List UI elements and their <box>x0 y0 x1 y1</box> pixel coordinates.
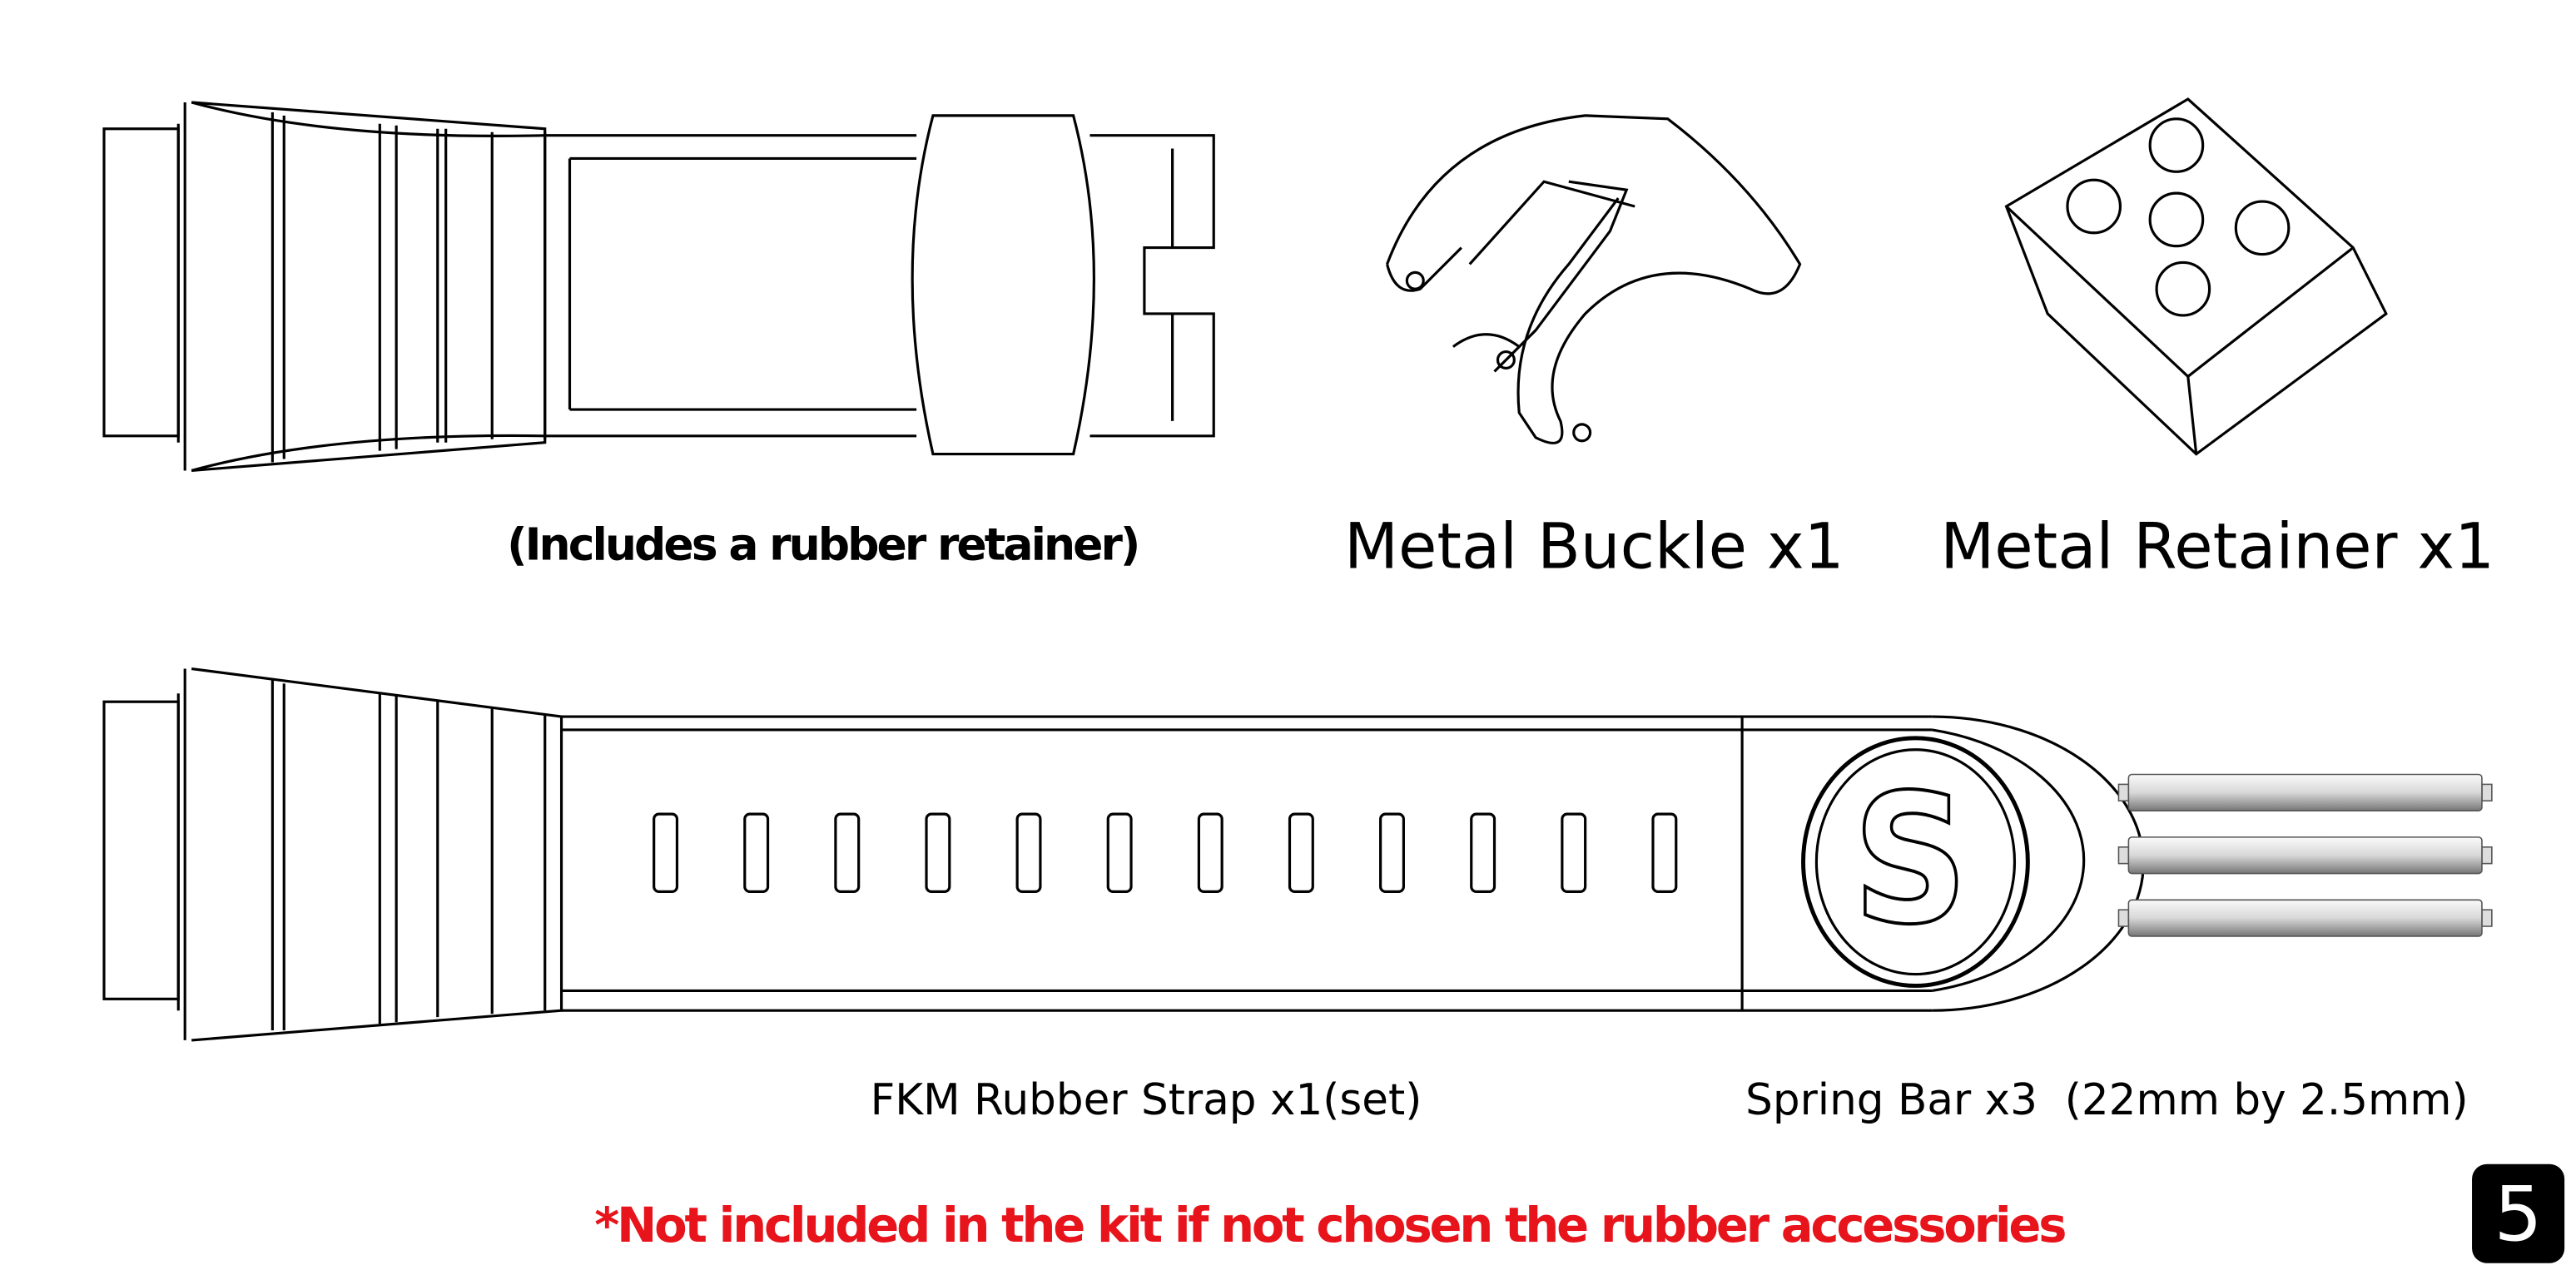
spring-bars <box>2117 773 2493 937</box>
spring-bar <box>2117 899 2493 937</box>
metal-buckle-caption: Metal Buckle x1 <box>1343 510 1844 583</box>
page-number-badge: 5 <box>2472 1163 2565 1263</box>
long-strap-drawing <box>102 667 2145 1042</box>
logo-circle <box>1801 736 2030 988</box>
short-strap-caption: (Includes a rubber retainer) <box>507 519 1140 572</box>
rubber-strap-caption: FKM Rubber Strap x1(set) <box>870 1076 1422 1127</box>
metal-retainer-drawing <box>2004 97 2388 456</box>
strap-holes <box>653 812 1678 893</box>
metal-retainer-caption: Metal Retainer x1 <box>1940 510 2495 583</box>
spring-bar <box>2117 836 2493 875</box>
logo-letter: S <box>1851 757 1969 965</box>
spring-bar <box>2117 773 2493 811</box>
metal-buckle-drawing <box>1386 114 1802 444</box>
spring-bar-caption: Spring Bar x3 (22mm by 2.5mm) <box>1745 1076 2469 1127</box>
short-strap-drawing <box>102 101 1215 473</box>
footnote: *Not included in the kit if not chosen t… <box>594 1197 2067 1253</box>
